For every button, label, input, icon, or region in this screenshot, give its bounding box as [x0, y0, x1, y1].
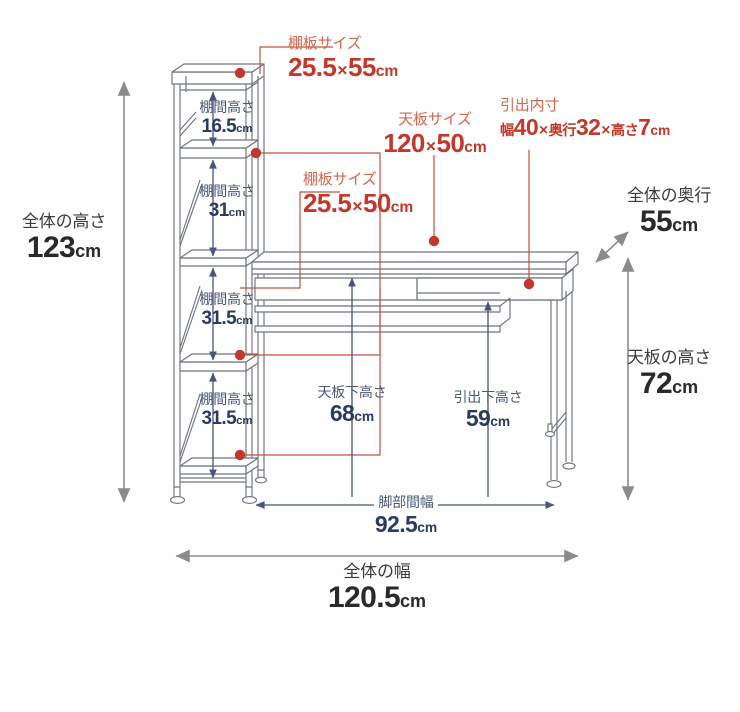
drawer-inner-caption: 引出内寸: [500, 97, 560, 114]
label-shelf-gap-3: 棚間高さ 31.5cm: [184, 291, 270, 329]
leader-lines: [240, 46, 530, 456]
drawer-inner-value: 幅40×奥行32×高さ7cm: [500, 113, 671, 140]
under-desktop-height-caption: 天板下高さ: [317, 384, 387, 400]
label-shelf-board-lower: 棚板サイズ 25.5×50cm: [303, 171, 414, 218]
desktop-height-value: 72cm: [639, 367, 699, 401]
label-shelf-gap-1: 棚間高さ 16.5cm: [184, 99, 270, 137]
shelf-gap-3-caption: 棚間高さ: [199, 291, 255, 307]
under-drawer-height-value: 59cm: [465, 404, 511, 431]
label-overall-height: 全体の高さ 123cm: [8, 212, 120, 265]
desktop-size-value: 120×50cm: [383, 127, 487, 158]
shelf-gap-4-value: 31.5cm: [201, 407, 253, 429]
overall-height-value: 123cm: [26, 231, 102, 265]
shelf-unit-outline: [169, 63, 268, 504]
under-drawer-height-caption: 引出下高さ: [453, 389, 523, 405]
label-shelf-gap-2: 棚間高さ 31cm: [184, 183, 270, 221]
label-desktop-size: 天板サイズ 120×50cm: [370, 111, 500, 158]
label-shelf-gap-4: 棚間高さ 31.5cm: [184, 391, 270, 429]
label-under-desktop-height: 天板下高さ 68cm: [296, 384, 408, 426]
shelf-gap-1-caption: 棚間高さ: [199, 99, 255, 115]
label-overall-depth: 全体の奥行 55cm: [606, 186, 732, 239]
overall-height-caption: 全体の高さ: [22, 212, 106, 231]
shelf-board-lower-caption: 棚板サイズ: [303, 171, 377, 188]
leg-span-width-caption: 脚部間幅: [374, 494, 438, 511]
shelf-board-lower-value: 25.5×50cm: [303, 187, 414, 218]
shelf-gap-2-caption: 棚間高さ: [199, 183, 255, 199]
desk-outline: [251, 251, 579, 488]
label-shelf-board-top: 棚板サイズ 25.5×55cm: [288, 35, 399, 82]
under-desktop-height-value: 68cm: [329, 399, 375, 426]
shelf-gap-4-caption: 棚間高さ: [199, 391, 255, 407]
arrow-overall-depth: [595, 231, 629, 263]
label-under-drawer-height: 引出下高さ 59cm: [434, 389, 542, 431]
gray-dimension-arrows: [117, 81, 635, 563]
desktop-size-caption: 天板サイズ: [398, 111, 472, 128]
shelf-board-top-value: 25.5×55cm: [288, 51, 399, 82]
overall-depth-value: 55cm: [639, 205, 699, 239]
desktop-height-caption: 天板の高さ: [627, 348, 711, 367]
leader-dots: [234, 67, 535, 461]
label-drawer-inner: 引出内寸 幅40×奥行32×高さ7cm: [500, 97, 671, 141]
shelf-gap-3-value: 31.5cm: [201, 307, 253, 329]
label-leg-span-width: 脚部間幅 92.5cm: [352, 494, 460, 538]
overall-width-caption: 全体の幅: [343, 562, 411, 581]
shelf-board-top-caption: 棚板サイズ: [288, 35, 362, 52]
leg-span-width-value: 92.5cm: [374, 510, 438, 537]
overall-depth-caption: 全体の奥行: [627, 186, 711, 205]
label-overall-width: 全体の幅 120.5cm: [282, 562, 472, 615]
overall-width-value: 120.5cm: [327, 581, 427, 615]
label-desktop-height: 天板の高さ 72cm: [606, 348, 732, 401]
shelf-gap-2-value: 31cm: [208, 199, 246, 221]
shelf-gap-1-value: 16.5cm: [201, 115, 253, 137]
